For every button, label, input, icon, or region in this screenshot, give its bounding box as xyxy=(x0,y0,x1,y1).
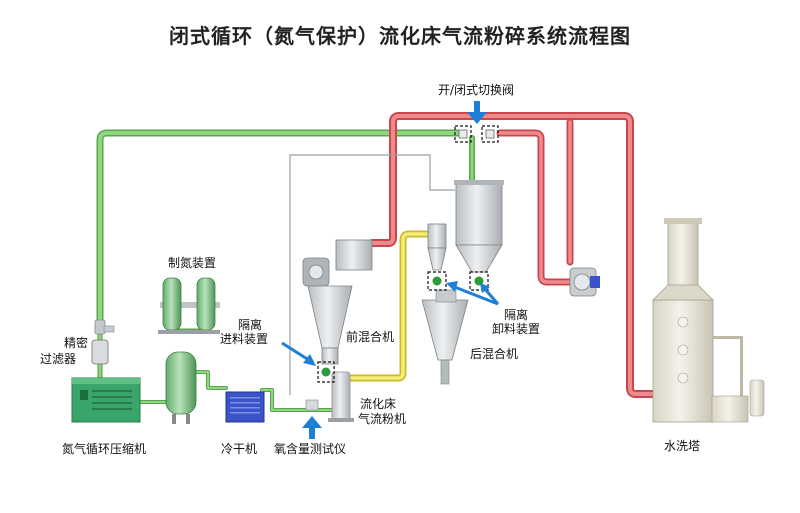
label-mill-1: 流化床 xyxy=(360,397,397,411)
label-mill-2: 气流粉机 xyxy=(358,412,407,426)
label-precision-filter-2: 过滤器 xyxy=(40,352,77,366)
label-switch-valve: 开/闭式切换阀 xyxy=(438,83,515,97)
label-compressor: 氮气循环压缩机 xyxy=(62,442,147,456)
precision-filter[interactable] xyxy=(91,319,115,365)
label-rear-mixer: 后混合机 xyxy=(470,347,519,361)
label-isolation-feed-1: 隔离 xyxy=(238,318,263,332)
nitrogen-generator[interactable] xyxy=(158,277,220,334)
red-pipe-network xyxy=(368,112,664,398)
jet-mill[interactable] xyxy=(328,371,354,422)
rear-mixer[interactable] xyxy=(421,180,504,385)
yellow-pipe-network xyxy=(346,230,432,382)
discharge-arrow-icon xyxy=(446,281,500,306)
nitrogen-compressor[interactable] xyxy=(71,377,141,423)
instrument-line xyxy=(289,154,455,395)
diagram-title: 闭式循环（氮气保护）流化床气流粉碎系统流程图 xyxy=(169,24,631,48)
label-isolation-feed-2: 进料装置 xyxy=(220,332,269,346)
buffer-tank[interactable] xyxy=(165,351,197,424)
label-scrubber: 水洗塔 xyxy=(664,439,701,453)
label-oxygen-meter: 氧含量测试仪 xyxy=(274,442,347,456)
label-isolation-discharge-1: 隔离 xyxy=(504,308,529,322)
label-dryer: 冷干机 xyxy=(221,442,258,456)
label-nitrogen-generator: 制氮装置 xyxy=(168,256,217,270)
refrigerated-dryer[interactable] xyxy=(225,391,265,423)
scrubbing-tower[interactable] xyxy=(652,218,765,423)
label-precision-filter-1: 精密 xyxy=(64,336,89,350)
feed-arrow-icon xyxy=(281,341,316,366)
green-pipe-network xyxy=(96,129,475,412)
label-isolation-discharge-2: 卸料装置 xyxy=(492,322,541,336)
label-front-mixer: 前混合机 xyxy=(346,330,395,344)
front-mixer[interactable] xyxy=(302,239,373,383)
arrow-up-icon xyxy=(302,416,322,439)
arrow-down-icon xyxy=(467,101,487,124)
exhaust-fan[interactable] xyxy=(569,267,600,297)
oxygen-meter-probe xyxy=(305,399,319,411)
switch-valves[interactable] xyxy=(454,125,499,143)
